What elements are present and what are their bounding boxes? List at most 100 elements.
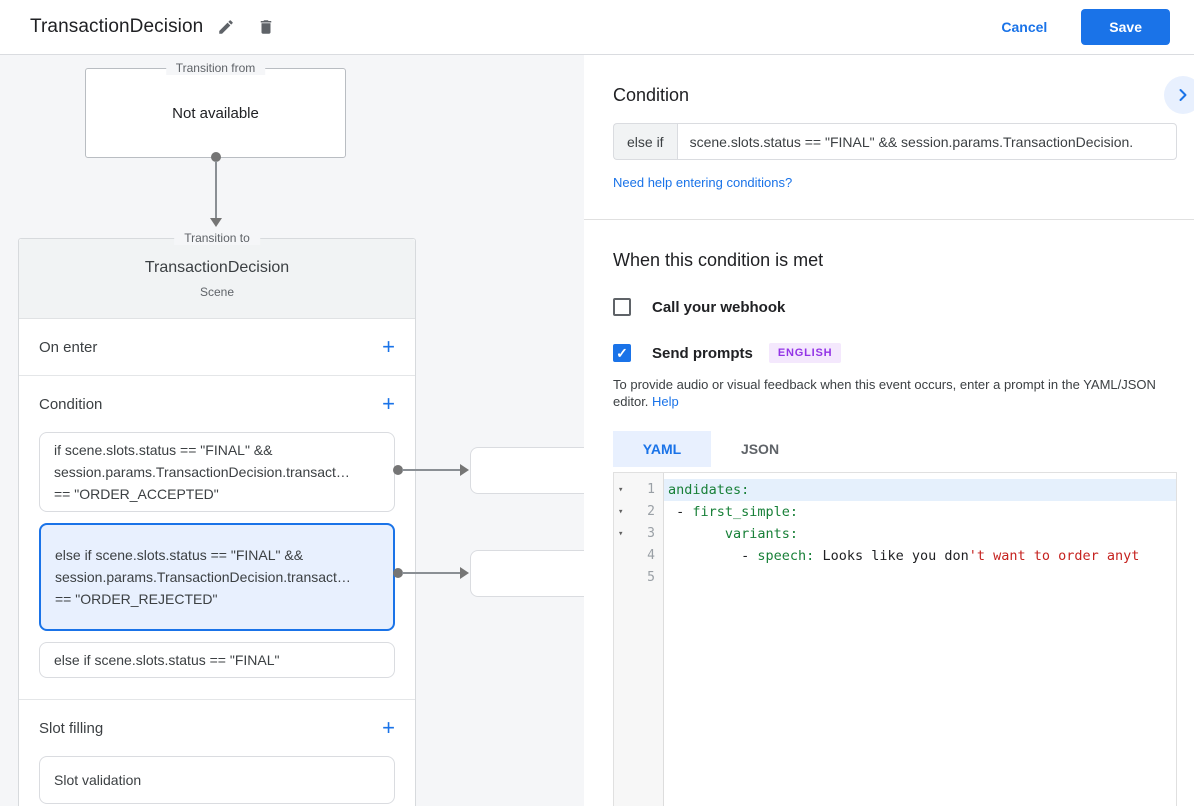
gutter-line: ▾3 — [614, 523, 663, 545]
on-enter-label: On enter — [39, 338, 98, 356]
line-number: 5 — [647, 570, 655, 585]
condition-card-line: if scene.slots.status == "FINAL" && — [54, 442, 273, 458]
edit-scene-button[interactable] — [209, 10, 243, 44]
condition-card-line: else if scene.slots.status == "FINAL" && — [55, 547, 304, 563]
panel-title: Condition — [613, 85, 690, 105]
code-token: Looks like you don — [814, 548, 969, 564]
scene-card: Transition to TransactionDecision Scene … — [18, 231, 416, 806]
add-condition-button[interactable]: + — [382, 391, 395, 416]
condition-card-line: session.params.TransactionDecision.trans… — [55, 569, 351, 585]
slot-item-list: Slot validation — [19, 756, 415, 804]
gutter-line: ▾2 — [614, 501, 663, 523]
save-button[interactable]: Save — [1081, 9, 1170, 45]
page-title: TransactionDecision — [30, 16, 204, 37]
condition-card-line: else if scene.slots.status == "FINAL" — [54, 652, 280, 668]
scene-card-header[interactable]: TransactionDecision Scene — [19, 239, 415, 319]
condition-card[interactable]: if scene.slots.status == "FINAL" && sessi… — [39, 432, 395, 512]
add-slot-button[interactable]: + — [382, 715, 395, 740]
scene-flow-canvas: Transition from Not available Transition… — [0, 55, 584, 806]
scene-name: TransactionDecision — [144, 259, 290, 276]
condition-card[interactable]: else if scene.slots.status == "FINAL" &&… — [39, 523, 395, 631]
on-enter-section: On enter + — [19, 319, 415, 375]
transition-target-box[interactable] — [470, 550, 584, 597]
add-on-enter-button[interactable]: + — [382, 334, 395, 359]
condition-connector-line — [402, 572, 461, 574]
arrow-down-icon — [210, 218, 222, 227]
condition-card-list: if scene.slots.status == "FINAL" && sessi… — [19, 432, 415, 678]
connector-line — [215, 161, 217, 218]
code-line: andidates: — [664, 479, 1176, 501]
code-token: 't want to order anyt — [968, 548, 1140, 564]
condition-card-line: session.params.TransactionDecision.trans… — [54, 464, 350, 480]
code-token: - — [668, 504, 693, 520]
prompt-helper-body: To provide audio or visual feedback when… — [613, 377, 1156, 409]
transition-to-legend: Transition to — [174, 231, 260, 245]
chevron-right-icon — [1173, 85, 1193, 105]
condition-card-line: == "ORDER_REJECTED" — [55, 591, 218, 607]
fold-arrow-icon[interactable]: ▾ — [618, 529, 624, 539]
pencil-icon — [217, 18, 235, 36]
transition-from-box: Transition from Not available — [85, 61, 346, 158]
code-token: first_simple: — [692, 504, 799, 520]
transition-from-legend: Transition from — [165, 61, 266, 75]
line-number: 3 — [647, 526, 655, 541]
when-condition-heading: When this condition is met — [613, 250, 824, 270]
code-token: variants: — [724, 526, 799, 542]
call-webhook-label: Call your webhook — [652, 298, 786, 316]
slot-card[interactable]: Slot validation — [39, 756, 395, 804]
line-number: 4 — [647, 548, 655, 563]
tab-json[interactable]: JSON — [740, 441, 780, 457]
conditions-help-link[interactable]: Need help entering conditions? — [613, 175, 793, 190]
gutter-line: ▾1 — [614, 479, 663, 501]
panel-divider — [584, 219, 1194, 220]
help-link[interactable]: Help — [652, 394, 679, 409]
send-prompts-label: Send prompts — [652, 344, 753, 362]
collapse-panel-button[interactable] — [1164, 76, 1194, 114]
section-divider — [19, 375, 415, 376]
language-badge: ENGLISH — [768, 343, 842, 363]
condition-connector-line — [402, 469, 461, 471]
code-token: speech: — [757, 548, 815, 564]
cancel-button[interactable]: Cancel — [1001, 19, 1048, 35]
section-divider — [19, 699, 415, 700]
code-line: - speech: Looks like you don't want to o… — [664, 545, 1176, 567]
condition-expression-input[interactable] — [676, 123, 1177, 160]
call-webhook-checkbox[interactable] — [613, 298, 631, 316]
slot-filling-section: Slot filling + — [19, 700, 415, 756]
condition-card[interactable]: else if scene.slots.status == "FINAL" — [39, 642, 395, 678]
editor-code-area[interactable]: andidates: - first_simple: variants: - s… — [664, 473, 1176, 806]
connector-dot — [211, 152, 221, 162]
condition-connector-dot[interactable] — [393, 568, 403, 578]
arrow-right-icon — [460, 567, 469, 579]
code-line: variants: — [664, 523, 1176, 545]
gutter-line: 4 — [614, 545, 663, 567]
line-number: 1 — [647, 482, 655, 497]
condition-detail-panel: Condition else if Need help entering con… — [584, 55, 1194, 806]
code-line — [664, 567, 1176, 589]
delete-scene-button[interactable] — [249, 10, 283, 44]
fold-arrow-icon[interactable]: ▾ — [618, 485, 624, 495]
send-prompts-row: ✓ Send prompts ENGLISH — [613, 343, 1177, 363]
condition-label: Condition — [39, 395, 103, 413]
condition-connector-dot[interactable] — [393, 465, 403, 475]
gutter-line: 5 — [614, 567, 663, 589]
transition-target-box[interactable] — [470, 447, 584, 494]
transition-from-value: Not available — [172, 104, 259, 122]
line-number: 2 — [647, 504, 655, 519]
prompt-helper-text: To provide audio or visual feedback when… — [613, 376, 1173, 410]
condition-input-group: else if — [613, 123, 1177, 160]
code-token: andidates: — [668, 482, 750, 498]
editor-tabs: YAML JSON — [613, 431, 1177, 467]
code-token: - — [668, 548, 758, 564]
condition-card-line: == "ORDER_ACCEPTED" — [54, 486, 219, 502]
code-token — [668, 526, 725, 542]
scene-type-label: Scene — [199, 285, 235, 299]
webhook-row: Call your webhook — [613, 298, 1177, 316]
slot-filling-label: Slot filling — [39, 719, 104, 737]
send-prompts-checkbox[interactable]: ✓ — [613, 344, 631, 362]
topbar: TransactionDecision Cancel Save — [0, 0, 1194, 55]
tab-yaml[interactable]: YAML — [613, 431, 711, 467]
fold-arrow-icon[interactable]: ▾ — [618, 507, 624, 517]
arrow-right-icon — [460, 464, 469, 476]
